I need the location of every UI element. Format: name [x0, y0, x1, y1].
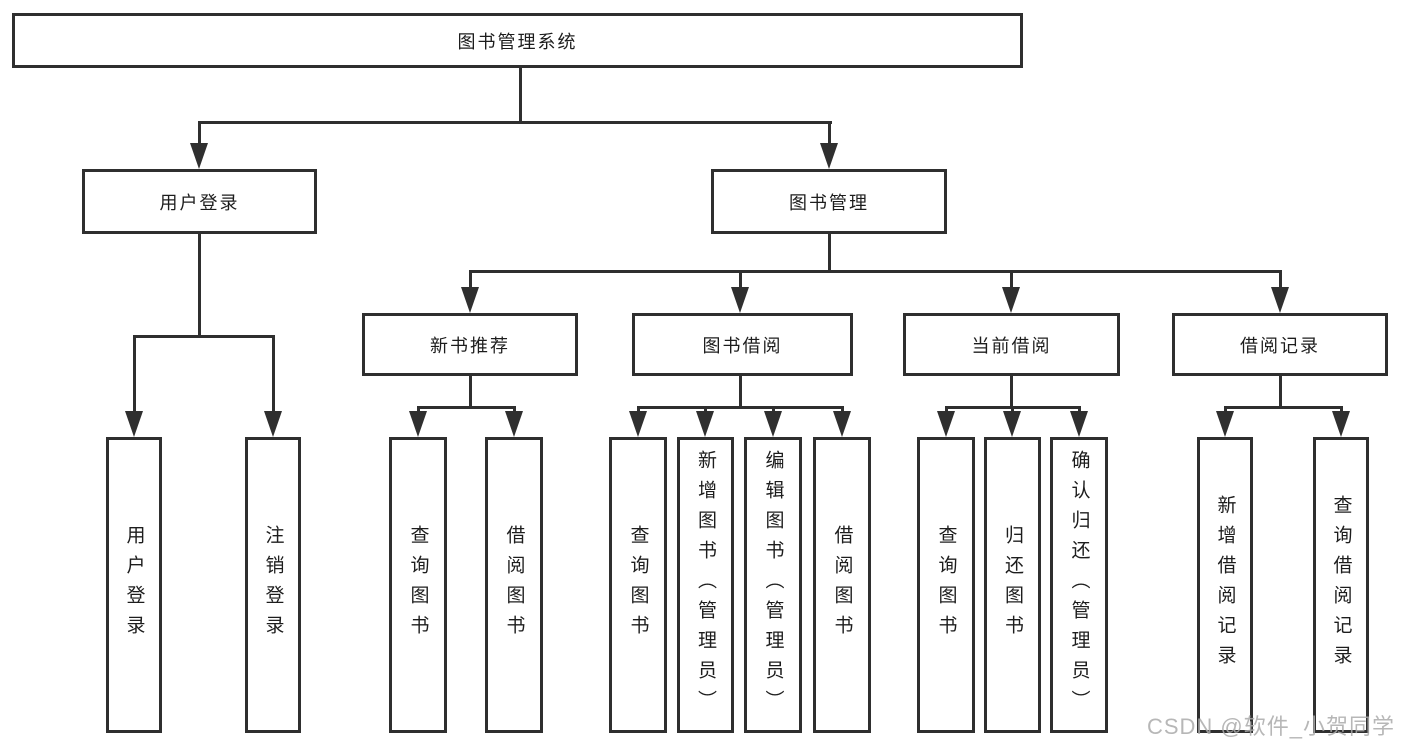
node-label: 图书管理: [789, 192, 869, 213]
node-label: 新增借阅记录: [1214, 495, 1236, 675]
connector-book-mgmt-trunk: [828, 234, 831, 273]
arrow-down-icon: [190, 143, 208, 169]
node-current-borrowing: 当前借阅: [903, 313, 1120, 376]
arrow-down-icon: [1271, 287, 1289, 313]
arrow-down-icon: [696, 411, 714, 437]
leaf-user-login: 用户登录: [106, 437, 162, 733]
node-label: 新书推荐: [430, 335, 510, 356]
node-label: 图书管理系统: [457, 31, 578, 52]
connector-user-login-trunk: [198, 234, 201, 338]
arrow-down-icon: [461, 287, 479, 313]
arrow-down-icon: [264, 411, 282, 437]
leaf-edit-books-admin: 编辑图书（管理员）: [744, 437, 802, 733]
leaf-confirm-return-admin: 确认归还（管理员）: [1050, 437, 1108, 733]
connector-shaft: [739, 270, 742, 292]
node-label: 图书借阅: [702, 335, 783, 356]
leaf-logout: 注销登录: [245, 437, 301, 733]
arrow-down-icon: [125, 411, 143, 437]
leaf-add-borrow-record: 新增借阅记录: [1197, 437, 1253, 733]
connector-trunk: [1010, 376, 1013, 409]
connector-trunk: [739, 376, 742, 409]
node-label: 注销登录: [262, 525, 284, 645]
node-label: 借阅图书: [831, 525, 853, 645]
leaf-add-books-admin: 新增图书（管理员）: [677, 437, 734, 733]
connector-hline: [1224, 406, 1342, 409]
connector-level2-hline: [469, 270, 1281, 273]
connector-shaft: [198, 121, 201, 151]
node-label: 借阅图书: [503, 525, 525, 645]
arrow-down-icon: [1332, 411, 1350, 437]
node-label: 确认归还（管理员）: [1068, 450, 1090, 720]
connector-user-login-hline: [133, 335, 275, 338]
connector-hline: [417, 406, 516, 409]
arrow-down-icon: [731, 287, 749, 313]
connector-shaft: [133, 335, 136, 411]
node-label: 查询图书: [627, 525, 649, 645]
arrow-down-icon: [409, 411, 427, 437]
arrow-down-icon: [1003, 411, 1021, 437]
node-label: 用户登录: [123, 525, 145, 645]
connector-level1-hline: [198, 121, 832, 124]
arrow-down-icon: [820, 143, 838, 169]
connector-trunk: [469, 376, 472, 409]
arrow-down-icon: [1002, 287, 1020, 313]
connector-hline: [637, 406, 843, 409]
node-new-book-recommend: 新书推荐: [362, 313, 578, 376]
connector-shaft: [469, 270, 472, 292]
node-book-management: 图书管理: [711, 169, 947, 234]
node-label: 查询图书: [407, 525, 429, 645]
connector-root-trunk: [519, 68, 522, 124]
connector-shaft: [272, 335, 275, 411]
node-label: 编辑图书（管理员）: [762, 450, 784, 720]
node-library-management-system: 图书管理系统: [12, 13, 1023, 68]
node-label: 借阅记录: [1240, 335, 1320, 356]
node-label: 查询图书: [935, 525, 957, 645]
arrow-down-icon: [764, 411, 782, 437]
leaf-query-books-borrowing: 查询图书: [609, 437, 667, 733]
node-borrowing-records: 借阅记录: [1172, 313, 1388, 376]
node-label: 归还图书: [1002, 525, 1023, 645]
leaf-query-books-current: 查询图书: [917, 437, 975, 733]
node-user-login: 用户登录: [82, 169, 317, 234]
leaf-borrow-books-recommend: 借阅图书: [485, 437, 543, 733]
arrow-down-icon: [505, 411, 523, 437]
arrow-down-icon: [833, 411, 851, 437]
connector-shaft: [828, 121, 831, 151]
node-label: 当前借阅: [971, 335, 1052, 356]
leaf-borrow-books: 借阅图书: [813, 437, 871, 733]
node-book-borrowing: 图书借阅: [632, 313, 853, 376]
leaf-query-books-recommend: 查询图书: [389, 437, 447, 733]
csdn-watermark: CSDN @软件_小贺同学: [1146, 714, 1395, 739]
leaf-query-borrow-record: 查询借阅记录: [1313, 437, 1369, 733]
arrow-down-icon: [937, 411, 955, 437]
arrow-down-icon: [629, 411, 647, 437]
connector-trunk: [1279, 376, 1282, 409]
leaf-return-books: 归还图书: [984, 437, 1041, 733]
node-label: 新增图书（管理员）: [695, 450, 716, 720]
arrow-down-icon: [1070, 411, 1088, 437]
node-label: 用户登录: [159, 192, 240, 213]
connector-shaft: [1010, 270, 1013, 292]
arrow-down-icon: [1216, 411, 1234, 437]
node-label: 查询借阅记录: [1330, 495, 1352, 675]
connector-shaft: [1279, 270, 1282, 292]
